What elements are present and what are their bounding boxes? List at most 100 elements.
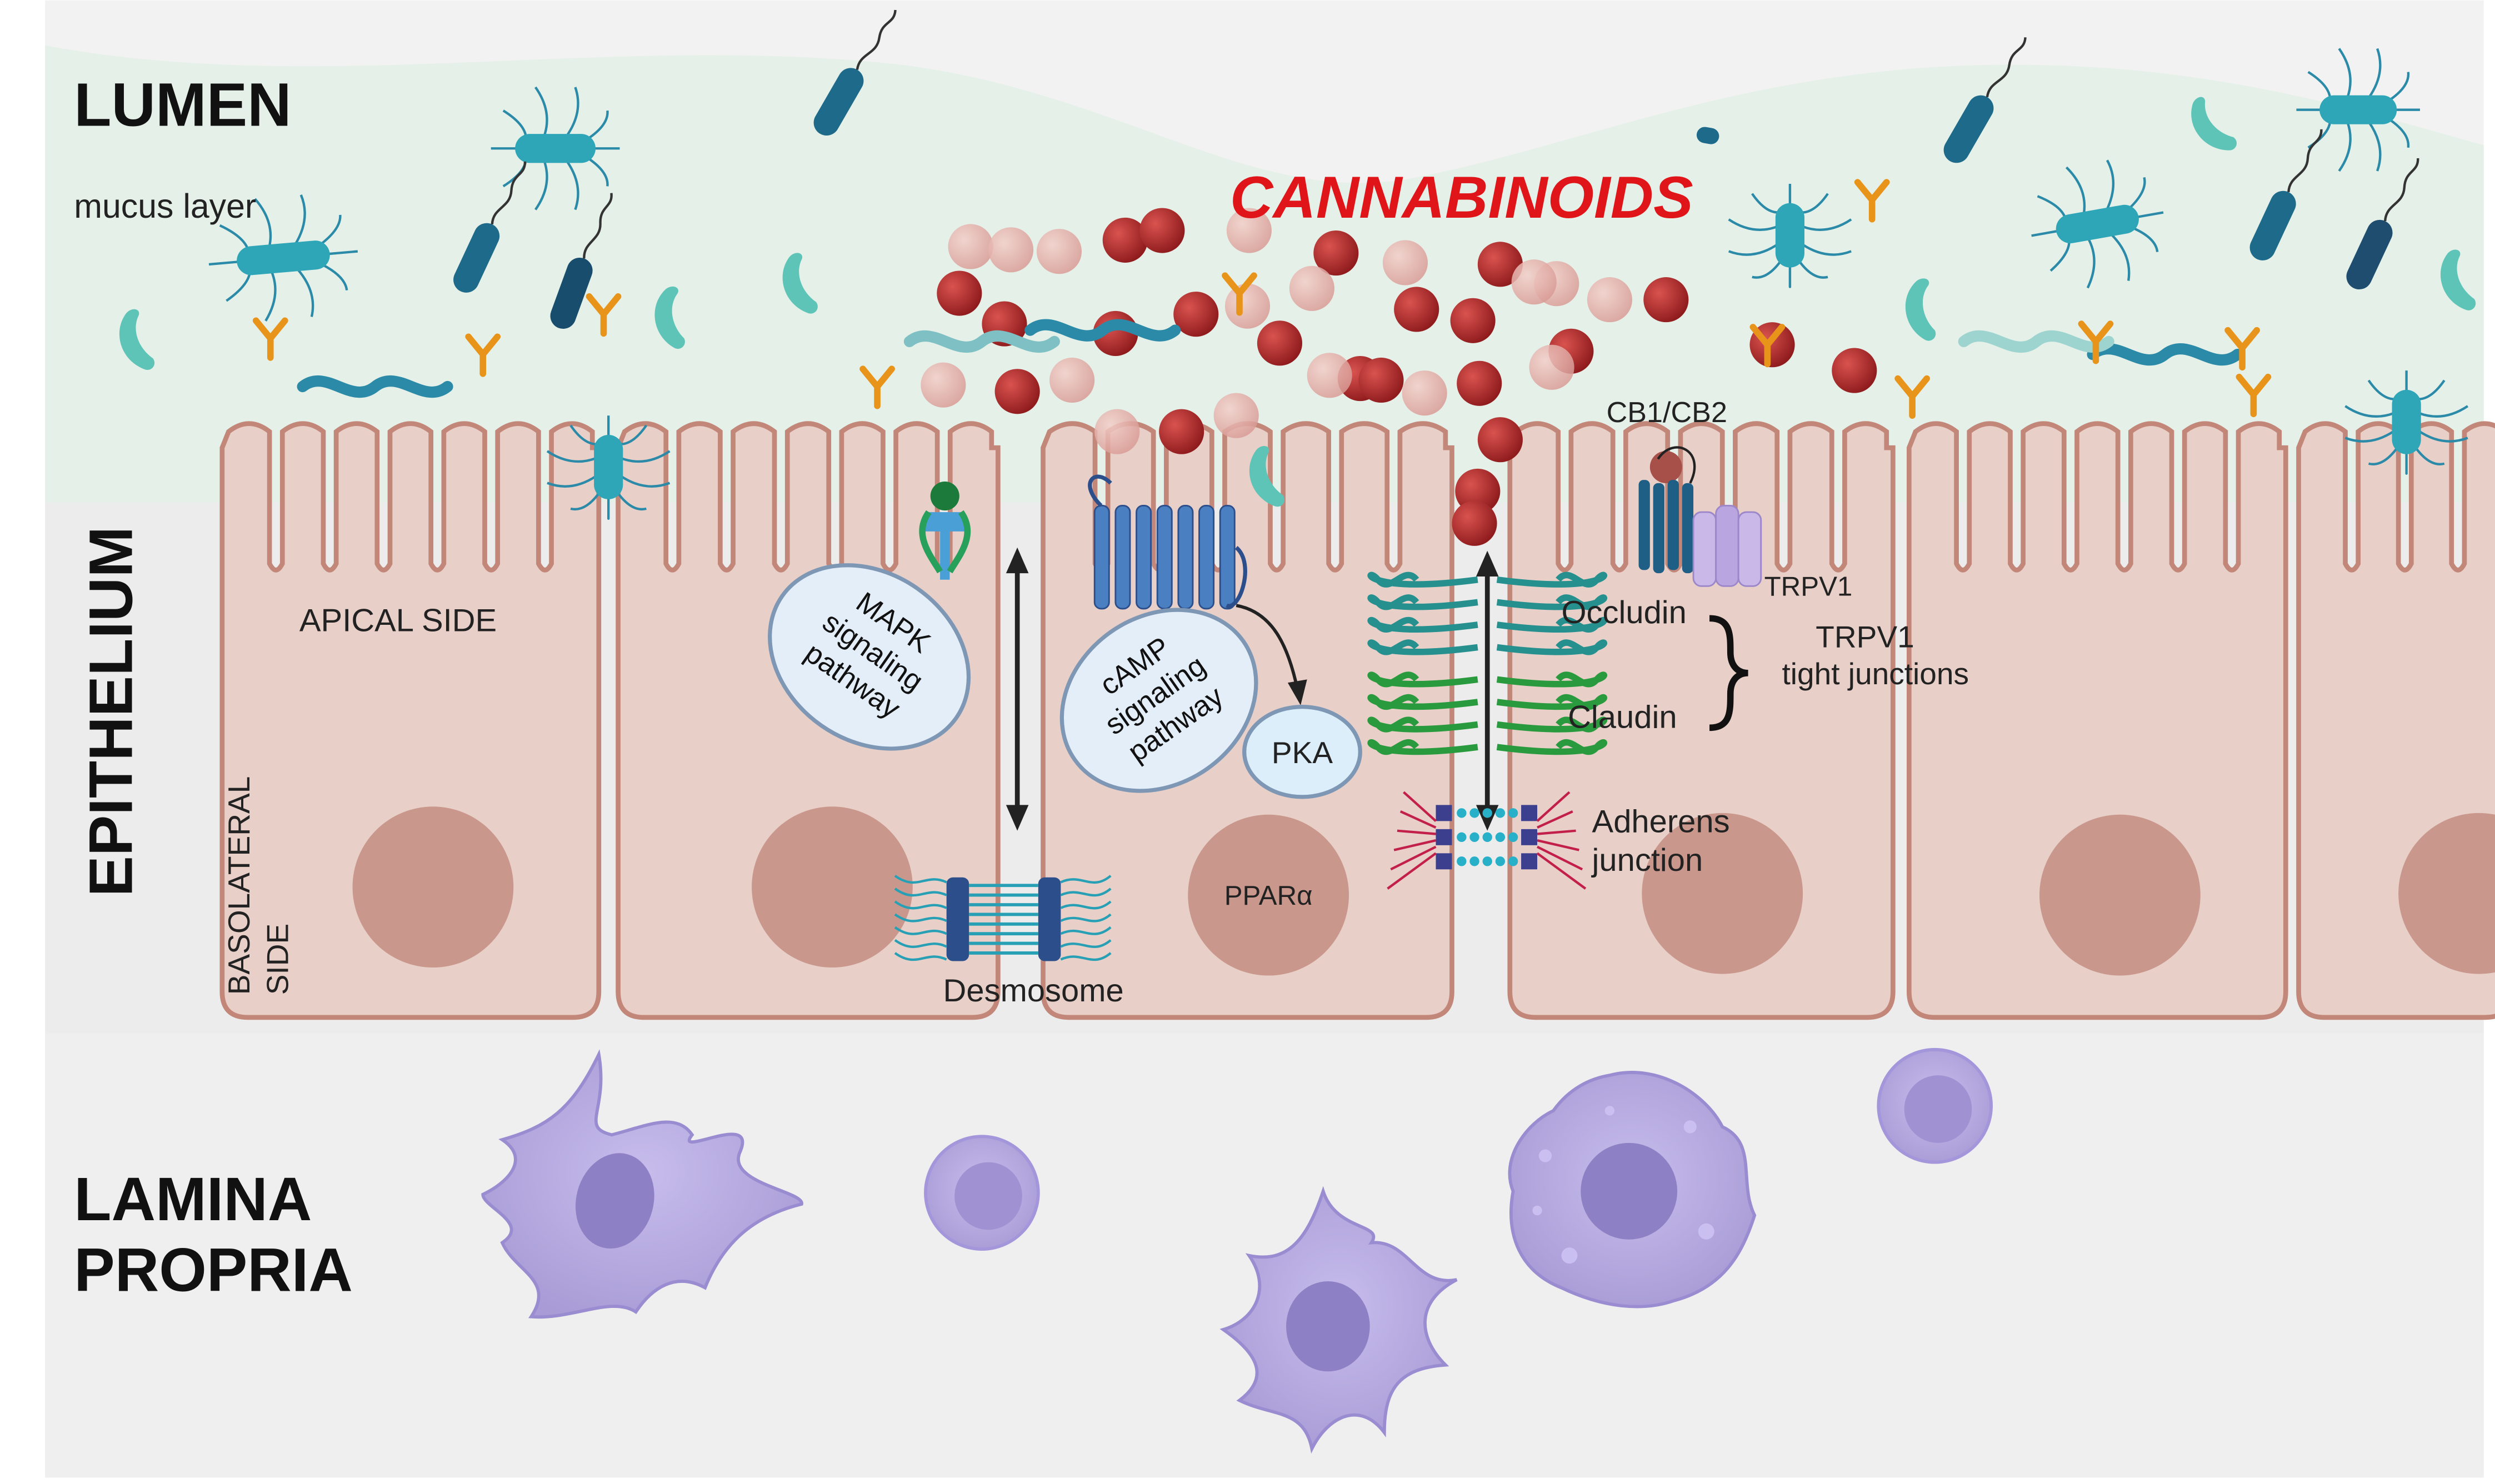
lymphocyte-small-left xyxy=(924,1135,1040,1251)
cannabinoid-particle xyxy=(1224,283,1271,329)
cadherin-bond xyxy=(1469,808,1479,818)
cadherin-bond xyxy=(1482,856,1492,866)
trpv1-label: TRPV1 xyxy=(1764,571,1853,602)
antibody-icon xyxy=(1894,375,1931,419)
antibody-icon xyxy=(859,365,895,409)
actin-fiber xyxy=(1537,839,1579,851)
junction-protein-strand xyxy=(1496,594,1608,610)
pka-label: PKA xyxy=(1272,735,1333,770)
actin-fiber xyxy=(1390,845,1437,871)
antibody-icon xyxy=(1854,179,1890,223)
cell-nuclei xyxy=(352,806,2495,976)
bacterium-flagellum xyxy=(491,161,527,225)
gpcr-helix xyxy=(1177,505,1194,610)
bacterium-body xyxy=(2392,389,2421,454)
actin-fiber xyxy=(1537,829,1576,835)
dendritic-cell-bottom xyxy=(1219,1186,1458,1454)
bacterium-body xyxy=(813,68,864,136)
cannabinoid-particle xyxy=(1358,357,1404,403)
comma-bacterium xyxy=(119,309,155,370)
junction-protein-strand xyxy=(1496,571,1608,588)
cannabinoids-label: CANNABINOIDS xyxy=(1230,164,1693,230)
rod-bacterium xyxy=(1696,127,1719,144)
actin-fiber xyxy=(1537,845,1583,871)
antibody-icon xyxy=(1222,272,1257,316)
junction-protein-strand xyxy=(1496,639,1608,655)
desmosome-fiber xyxy=(1060,952,1112,961)
junction-protein-strand xyxy=(1367,616,1478,633)
desmosome-fiber xyxy=(894,926,947,935)
bacterium-pilus xyxy=(296,268,314,317)
adherens-label-1: Adherens xyxy=(1592,804,1730,840)
mapk-pathway-bubble xyxy=(768,563,971,751)
cell-nucleus xyxy=(352,806,514,968)
actin-fiber xyxy=(1536,852,1587,890)
bacterium-pilus xyxy=(1728,243,1779,256)
mapk-receptor-icon xyxy=(919,482,971,580)
bacterium-pilus xyxy=(565,87,579,137)
cannabinoid-particle xyxy=(1477,242,1523,287)
bacterium-pilus xyxy=(2418,430,2468,443)
cannabinoid-particle xyxy=(1173,292,1219,337)
bacterium-pilus xyxy=(2368,121,2382,172)
spiral-bacterium xyxy=(1024,319,1181,342)
desmosome-fiber xyxy=(1060,926,1112,935)
pka-bubble xyxy=(1242,705,1362,799)
desmosome-fiber xyxy=(1060,913,1112,923)
occludin-label: Occludin xyxy=(1561,595,1686,630)
rod-bacterium xyxy=(813,9,897,136)
actin-fiber xyxy=(1537,810,1573,829)
bacterium-pilus xyxy=(620,475,671,488)
bacterium-body xyxy=(1775,203,1805,268)
cannabinoid-particle xyxy=(1139,208,1185,253)
desmosome-fiber xyxy=(894,875,947,884)
cadherin-block xyxy=(1521,853,1538,870)
spiral-bacterium xyxy=(2087,343,2243,366)
cadherin-block xyxy=(1436,853,1452,870)
bacterium-pilus xyxy=(2344,430,2395,443)
cannabinoid-particle xyxy=(948,224,993,269)
bacterium-pilus xyxy=(565,160,579,210)
cannabinoid-particle xyxy=(1226,208,1272,253)
ppara-label: PPARα xyxy=(1224,880,1313,911)
antibody-icon xyxy=(586,293,622,337)
adherens-label-2: junction xyxy=(1591,843,1703,878)
gpcr-helix xyxy=(1219,505,1236,610)
gpcr-helix xyxy=(1093,505,1110,610)
cannabinoid-particle xyxy=(988,227,1034,273)
bacterium-pilus xyxy=(547,475,597,488)
junction-protein-strand xyxy=(1496,716,1608,733)
cannabinoid-particle xyxy=(1049,357,1095,403)
paracellular-arrow-left xyxy=(1006,547,1029,831)
actin-fiber xyxy=(1397,829,1436,835)
desmosome-fiber xyxy=(894,939,947,948)
cadherin-bond xyxy=(1469,832,1479,843)
cadherin-block xyxy=(1521,805,1538,821)
desmosome-fiber xyxy=(1060,939,1112,948)
bacterium-pilus xyxy=(254,198,272,247)
bacterium-pilus xyxy=(534,160,548,210)
cb1-cb2-label: CB1/CB2 xyxy=(1607,397,1727,429)
cannabinoid-particle xyxy=(1511,259,1557,305)
gpcr-helix xyxy=(1136,505,1152,610)
bacterium-body xyxy=(1696,127,1719,144)
bacterium-body xyxy=(237,240,330,275)
bacterium-body xyxy=(2249,190,2296,260)
trpv1-tight-label-1: TRPV1 xyxy=(1816,619,1914,654)
pili-bacterium xyxy=(491,86,620,210)
bacterium-flagellum xyxy=(2383,158,2419,222)
basolateral-line-1: BASOLATERAL xyxy=(222,776,256,995)
bacterium-pilus xyxy=(620,450,671,463)
cannabinoid-particle xyxy=(994,369,1040,414)
cadherin-bond xyxy=(1457,856,1467,866)
region-lamina-label-1: LAMINA xyxy=(74,1165,312,1234)
cell-nucleus xyxy=(2039,814,2201,976)
bacterium-body xyxy=(1943,95,1994,163)
cadherin-bond xyxy=(1482,832,1492,843)
bacterium-flagellum xyxy=(2287,129,2323,193)
antibody-icon xyxy=(1749,324,1786,368)
bacterium-body xyxy=(2056,204,2139,244)
bacterium-pilus xyxy=(2065,166,2086,214)
bacterium-pilus xyxy=(2338,48,2352,98)
